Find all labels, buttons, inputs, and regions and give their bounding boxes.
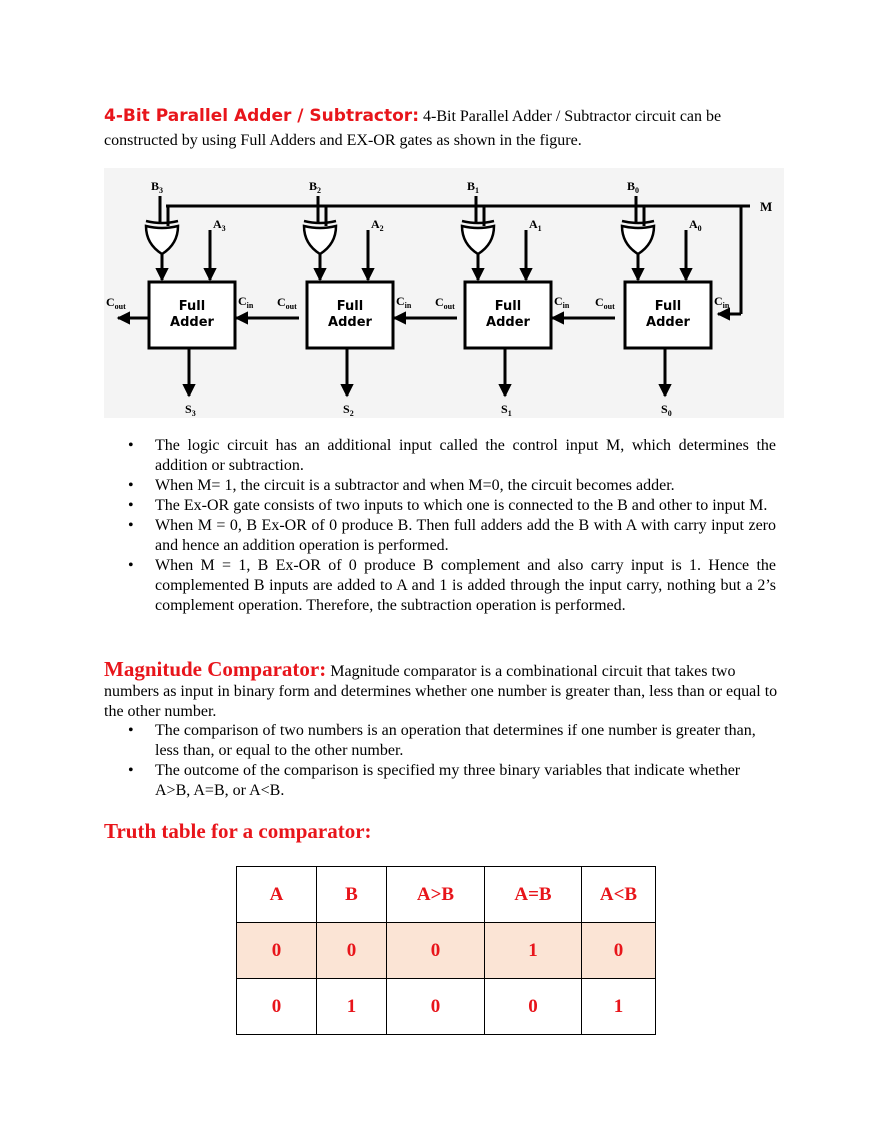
b-input-label: B2 [309,179,321,195]
xor-gate-icon [144,224,180,256]
bullet-item: The outcome of the comparison is specifi… [104,761,776,801]
truth-table: A B A>B A=B A<B 0 0 0 1 0 0 1 0 0 1 [236,866,656,1035]
xor-gate-curve [145,219,179,225]
carry-in-label: Cin [554,294,570,310]
full-adder-label: Full [655,299,681,314]
header-cell: B [316,866,387,923]
table-cell: 0 [386,978,485,1035]
carry-out-label: Cout [435,295,455,311]
bullet-item: The Ex-OR gate consists of two inputs to… [104,496,776,516]
table-cell: 1 [316,978,387,1035]
carry-out-label: Cout [106,295,126,311]
a-input-label: A1 [529,217,542,233]
table-cell: 0 [236,978,317,1035]
xor-gate-curve [621,219,655,225]
adder-subtractor-heading: 4-Bit Parallel Adder / Subtractor: [104,106,419,126]
a-input-label: A2 [371,217,384,233]
a-input-label: A0 [689,217,702,233]
table-cell: 1 [484,922,582,979]
carry-in-label: Cin [238,294,254,310]
full-adder-label: Full [495,299,521,314]
comparator-paragraph: Magnitude Comparator: Magnitude comparat… [104,659,784,722]
carry-in-label: Cin [396,294,412,310]
adder-subtractor-intro: 4-Bit Parallel Adder / Subtractor circui… [104,108,722,149]
full-adder-label: Adder [328,315,372,330]
b-input-label: B3 [151,179,163,195]
b-input-label: B1 [467,179,479,195]
a-input-label: A3 [213,217,226,233]
bullet-item: When M= 1, the circuit is a subtractor a… [104,476,776,496]
header-cell: A>B [386,866,485,923]
bullet-item: The comparison of two numbers is an oper… [104,721,776,761]
truth-table-heading: Truth table for a comparator: [104,819,372,843]
b-input-label: B0 [627,179,639,195]
comparator-intro: Magnitude comparator is a combinational … [104,663,778,720]
full-adder-block [305,280,395,350]
full-adder-label: Adder [486,315,530,330]
table-row: 0 0 0 1 0 [236,922,656,979]
bullet-item: The logic circuit has an additional inpu… [104,436,776,476]
bullet-item: When M = 1, B Ex-OR of 0 produce B compl… [104,556,776,616]
table-cell: 0 [236,922,317,979]
full-adder-label: Full [179,299,205,314]
full-adder-label: Adder [646,315,690,330]
sum-output-label: S0 [661,402,672,418]
xor-gate-icon [620,224,656,256]
carry-in-label: Cin [714,294,730,310]
header-cell: A [236,866,317,923]
sum-output-label: S1 [501,402,512,418]
xor-gate-icon [460,224,496,256]
comparator-heading: Magnitude Comparator: [104,657,327,681]
full-adder-label: Full [337,299,363,314]
sum-output-label: S3 [185,402,196,418]
full-adder-block [463,280,553,350]
table-cell: 1 [581,978,656,1035]
bullet-item: When M = 0, B Ex-OR of 0 produce B. Then… [104,516,776,556]
comparator-bullets: The comparison of two numbers is an oper… [104,721,776,801]
truth-table-header-row: A B A>B A=B A<B [236,866,656,923]
xor-gate-icon [302,224,338,256]
sum-output-label: S2 [343,402,354,418]
full-adder-block [147,280,237,350]
adder-subtractor-bullets: The logic circuit has an additional inpu… [104,436,776,616]
full-adder-label: Adder [170,315,214,330]
carry-out-label: Cout [277,295,297,311]
control-m-label: M [760,199,772,214]
xor-gate-curve [303,219,337,225]
table-cell: 0 [581,922,656,979]
header-cell: A<B [581,866,656,923]
table-row: 0 1 0 0 1 [236,978,656,1035]
xor-gate-curve [461,219,495,225]
table-cell: 0 [386,922,485,979]
table-cell: 0 [316,922,387,979]
header-cell: A=B [484,866,582,923]
table-cell: 0 [484,978,582,1035]
full-adder-block [623,280,713,350]
adder-subtractor-paragraph: 4-Bit Parallel Adder / Subtractor: 4-Bit… [104,104,784,153]
carry-out-label: Cout [595,295,615,311]
